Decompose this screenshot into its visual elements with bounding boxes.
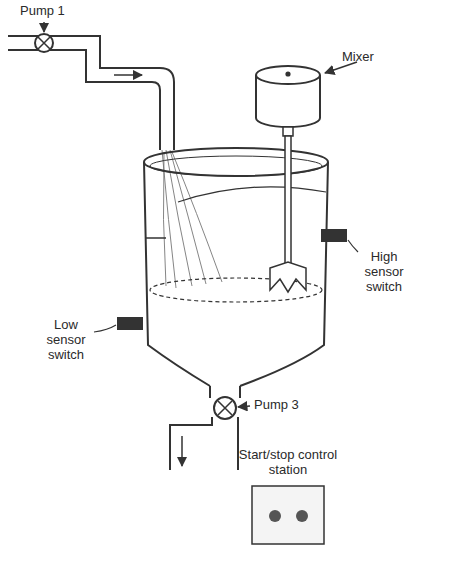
leader-arrow: [238, 406, 250, 407]
mixer-motor: [286, 72, 289, 75]
sensor-symbol: [322, 230, 346, 241]
leader-line: [94, 325, 116, 332]
liquid-stream: [162, 150, 222, 288]
pump-symbol: [214, 397, 236, 419]
sensor-label: High sensor switch: [356, 250, 412, 295]
station-label: Start/stop control station: [238, 448, 338, 478]
flow-arrow: [181, 436, 183, 466]
mixer-collar: [283, 127, 293, 136]
pump-symbol: [35, 34, 53, 52]
impeller: [270, 262, 306, 292]
inlet-pipe: [8, 50, 160, 150]
leader-arrow: [43, 22, 45, 32]
push-button: [269, 510, 281, 522]
leader-line: [348, 240, 358, 252]
inlet-pipe: [8, 36, 174, 150]
tank-rim: [150, 156, 322, 176]
liquid-level: [150, 278, 322, 302]
mixer-motor: [256, 66, 320, 84]
push-button: [296, 510, 308, 522]
tank-wall: [144, 162, 328, 386]
pump-symbol: [38, 37, 50, 49]
control-station: [252, 486, 324, 544]
outlet-pipe: [170, 417, 238, 470]
sensor-symbol: [118, 318, 142, 329]
pump-symbol: [218, 401, 232, 415]
tank-rim: [144, 148, 328, 176]
mixer-shaft: [285, 136, 291, 264]
pump-label: Pump 1: [20, 4, 90, 19]
pump-label: Pump 3: [254, 398, 324, 413]
part-label: Mixer: [342, 50, 412, 65]
baffle: [178, 187, 326, 202]
baffle: [146, 237, 166, 239]
flow-arrow: [114, 74, 142, 76]
sensor-label: Low sensor switch: [38, 318, 94, 363]
